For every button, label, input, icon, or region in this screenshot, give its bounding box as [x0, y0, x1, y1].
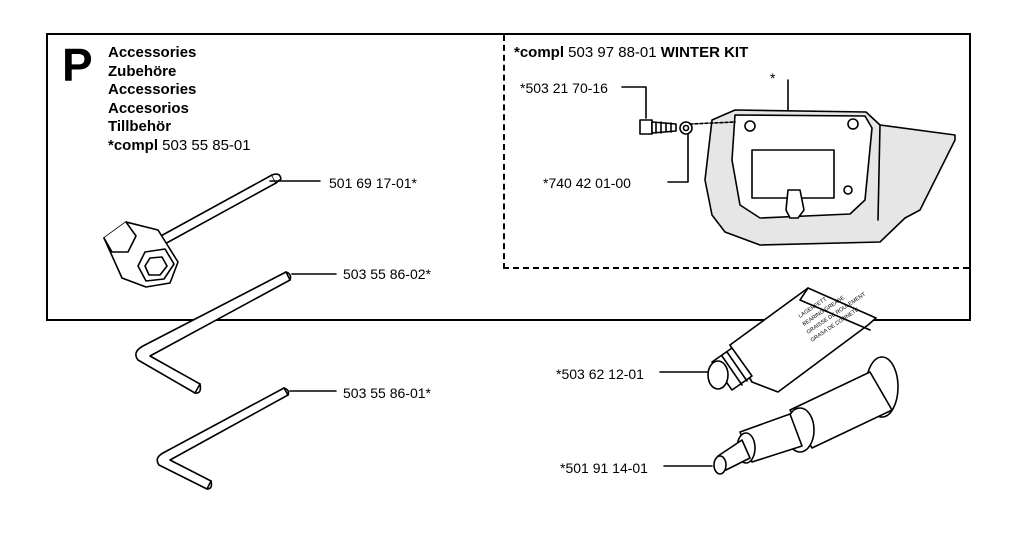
compl-line: *compl 503 55 85-01	[108, 137, 251, 156]
diagram-frame	[46, 33, 971, 320]
winter-kit-prefix: *compl	[514, 44, 565, 61]
hex-key-large-label: 503 55 86-02*	[343, 266, 431, 282]
winter-kit-title: *compl 503 97 88-01 WINTER KIT	[514, 44, 748, 61]
grease-tube-label: *503 62 12-01	[556, 366, 644, 382]
hex-key-small-label: 503 55 86-01*	[343, 385, 431, 401]
hex-key-large-icon	[135, 271, 292, 394]
title-de: Zubehöre	[108, 62, 177, 80]
winter-kit-number: 503 97 88-01	[564, 44, 661, 61]
title-sv: Tillbehör	[108, 118, 172, 135]
washer-leader-line	[667, 133, 689, 183]
section-titles: Accessories Zubehöre Accessories Accesor…	[108, 44, 251, 155]
winter-kit-cover-icon	[704, 109, 956, 246]
title-es: Accesorios	[108, 99, 189, 117]
assembly-line	[689, 121, 736, 125]
bottom-rule	[46, 319, 971, 321]
screw-icon	[639, 119, 677, 135]
title-en: Accessories	[108, 44, 197, 61]
compl-prefix: *compl	[108, 136, 159, 154]
section-letter: P	[62, 39, 93, 91]
combination-wrench-icon	[103, 173, 282, 288]
screw-leader-line	[621, 86, 647, 119]
grease-gun-label: *501 91 14-01	[560, 460, 648, 476]
winter-kit-star-label: *	[770, 70, 776, 86]
screw-part-label: *503 21 70-16	[520, 80, 608, 96]
winter-kit-name: WINTER KIT	[660, 44, 749, 61]
hex-key-small-icon	[156, 387, 290, 490]
wrench-part-label: 501 69 17-01*	[329, 175, 417, 191]
grease-gun-icon	[713, 356, 899, 475]
title-fr: Accessories	[108, 81, 197, 98]
winter-kit-box	[503, 35, 969, 269]
compl-number: 503 55 85-01	[158, 136, 251, 154]
washer-part-label: *740 42 01-00	[543, 175, 631, 191]
washer-icon	[679, 121, 693, 135]
grease-tube-icon	[707, 287, 877, 393]
